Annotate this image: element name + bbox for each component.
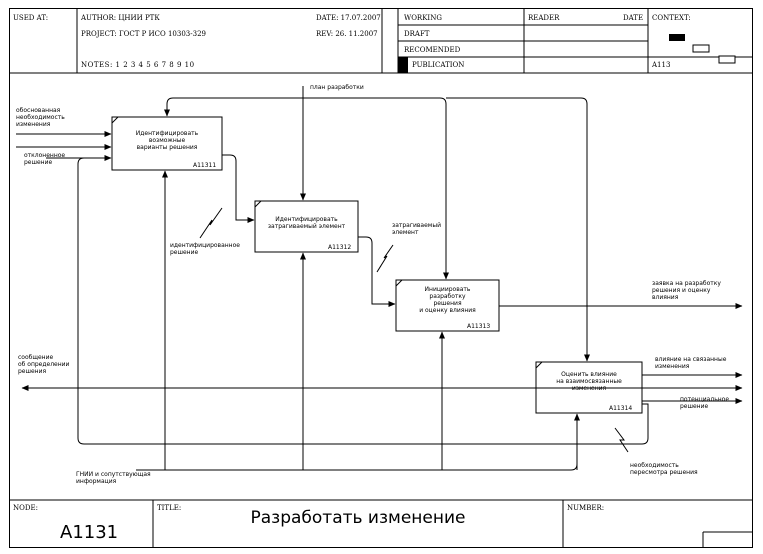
status-draft: DRAFT <box>404 30 430 38</box>
arrow-label-potential: потенциальное решение <box>680 396 730 410</box>
arrow-label-affected-element: затрагиваемый элемент <box>392 222 441 236</box>
used-at-label: USED AT: <box>13 14 49 22</box>
status-working: WORKING <box>404 14 442 22</box>
reader-label: READER <box>528 14 560 22</box>
node-label: NODE: <box>13 504 38 512</box>
notes: NOTES: 1 2 3 4 5 6 7 8 9 10 <box>81 61 195 69</box>
date: DATE: 17.07.2007 <box>316 14 381 22</box>
context-label: CONTEXT: <box>652 14 691 22</box>
reader-date-label: DATE <box>623 14 644 22</box>
rev: REV: 26. 11.2007 <box>316 30 378 38</box>
status-recomended: RECOMENDED <box>404 46 461 54</box>
box4-label: Оценить влияние на взаимосвязанные измен… <box>556 371 622 392</box>
arrow-label-mechanism: ГНИИ и сопутствующая информация <box>76 471 151 485</box>
arrow-label-rejected-solution: отклоненное решение <box>24 152 66 166</box>
diagram-frame <box>9 8 753 548</box>
number-label: NUMBER: <box>567 504 605 512</box>
arrow-label-justified-need: обоснованная необходимость изменения <box>16 107 65 128</box>
box3-label: Инициировать разработку решения и оценку… <box>419 286 476 314</box>
box1-number: A11311 <box>193 162 217 169</box>
box1-label: Идентифицировать возможные варианты реше… <box>135 130 199 151</box>
arrow-label-impact: влияние на связанные изменения <box>655 356 727 370</box>
arrow-label-review-need: необходимость пересмотра решения <box>630 462 698 476</box>
diagram-title: Разработать изменение <box>250 508 466 528</box>
box3-number: A11313 <box>467 323 491 330</box>
arrow-label-request: заявка на разработку решения и оценку вл… <box>652 280 721 301</box>
status-publication: PUBLICATION <box>412 61 465 69</box>
author: AUTHOR: ЦНИИ РТК <box>81 14 160 22</box>
arrow-label-identified-solution: идентифицированное решение <box>170 242 240 256</box>
node-value: A1131 <box>60 522 119 543</box>
box2-number: A11312 <box>328 244 352 251</box>
title-label: TITLE: <box>157 504 182 512</box>
box4-number: A11314 <box>609 405 633 412</box>
arrow-label-message: сообщение об определении решения <box>18 354 70 375</box>
project: PROJECT: ГОСТ Р ИСО 10303-329 <box>81 30 206 38</box>
arrow-label-plan: план разработки <box>310 84 364 91</box>
context-node: A113 <box>652 61 671 69</box>
box2-label: Идентифицировать затрагиваемый элемент <box>267 216 346 230</box>
